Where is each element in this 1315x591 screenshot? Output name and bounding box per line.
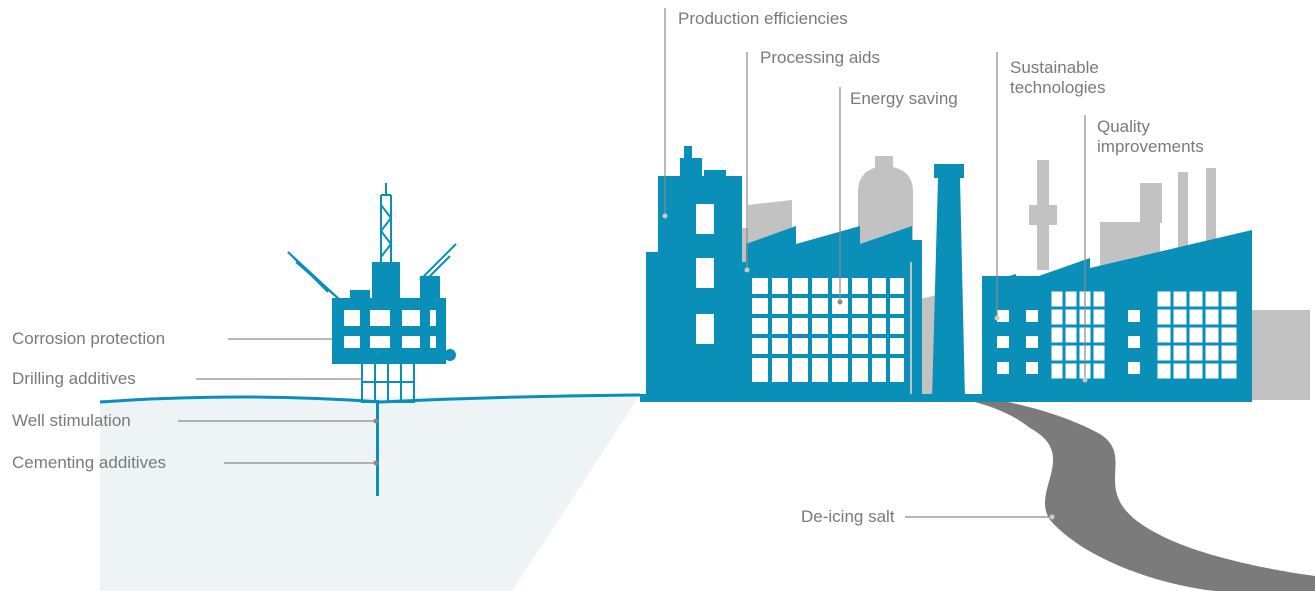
oil-platform-icon [287, 183, 457, 496]
road [966, 398, 1315, 591]
label-processing-aids: Processing aids [760, 48, 881, 67]
leader-lines [178, 8, 1086, 518]
label-de-icing-salt: De-icing salt [801, 507, 895, 526]
factory-windows [696, 204, 1240, 386]
label-cementing-additives: Cementing additives [12, 453, 167, 472]
label-corrosion-protection: Corrosion protection [12, 329, 166, 348]
label-energy-saving: Energy saving [850, 89, 958, 108]
label-quality-improvements: Quality improvements [1097, 117, 1204, 156]
sea-area [100, 395, 640, 591]
label-sustainable-technologies: Sustainable technologies [1010, 58, 1106, 97]
leader-dots [373, 213, 1088, 520]
label-well-stimulation: Well stimulation [12, 411, 131, 430]
label-production-efficiencies: Production efficiencies [678, 9, 848, 28]
label-drilling-additives: Drilling additives [12, 369, 136, 388]
